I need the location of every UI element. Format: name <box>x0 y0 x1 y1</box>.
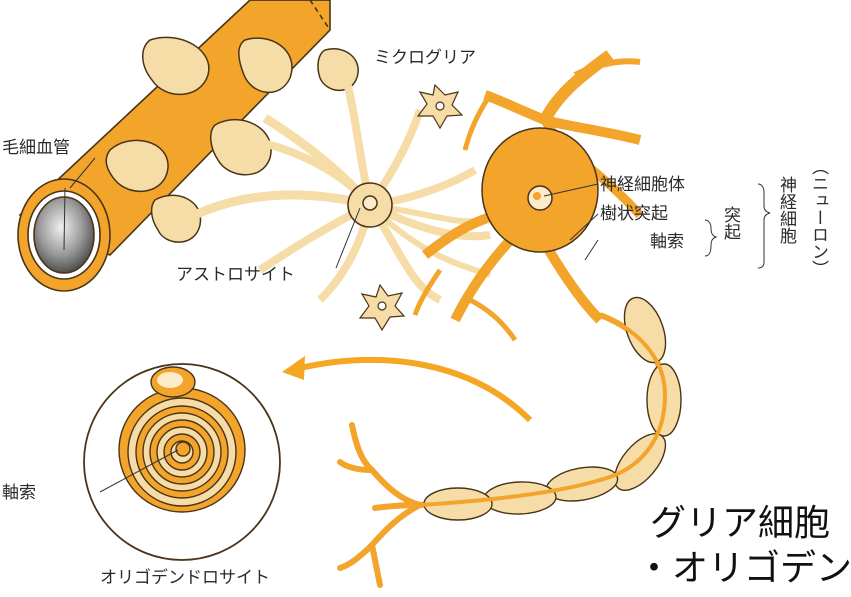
microglia-cell <box>360 285 404 330</box>
caption-line2: ・オリゴデン <box>636 551 851 587</box>
label-inset-axon: 軸索 <box>2 485 36 502</box>
label-axon: 軸索 <box>650 234 684 251</box>
axon-myelin <box>420 292 681 520</box>
axon-terminals <box>340 425 420 585</box>
label-neuron-body: 神経細胞体 <box>600 177 685 194</box>
label-neuron: （ニューロン） <box>808 158 827 277</box>
label-astrocyte: アストロサイト <box>176 267 295 284</box>
label-capillary: 毛細血管 <box>2 140 70 157</box>
label-nerve-cell: 神経細胞 <box>776 176 795 244</box>
arrow-to-inset <box>282 356 530 420</box>
label-dendrite: 樹状突起 <box>600 206 668 223</box>
label-microglia: ミクログリア <box>374 50 476 67</box>
label-oligodendrocyte: オリゴデンドロサイト <box>100 570 270 587</box>
caption-line1: グリア細胞 <box>650 506 830 542</box>
oligodendrocyte-inset <box>84 364 280 560</box>
microglia-cell <box>418 85 462 128</box>
label-process: 突起 <box>720 206 739 240</box>
